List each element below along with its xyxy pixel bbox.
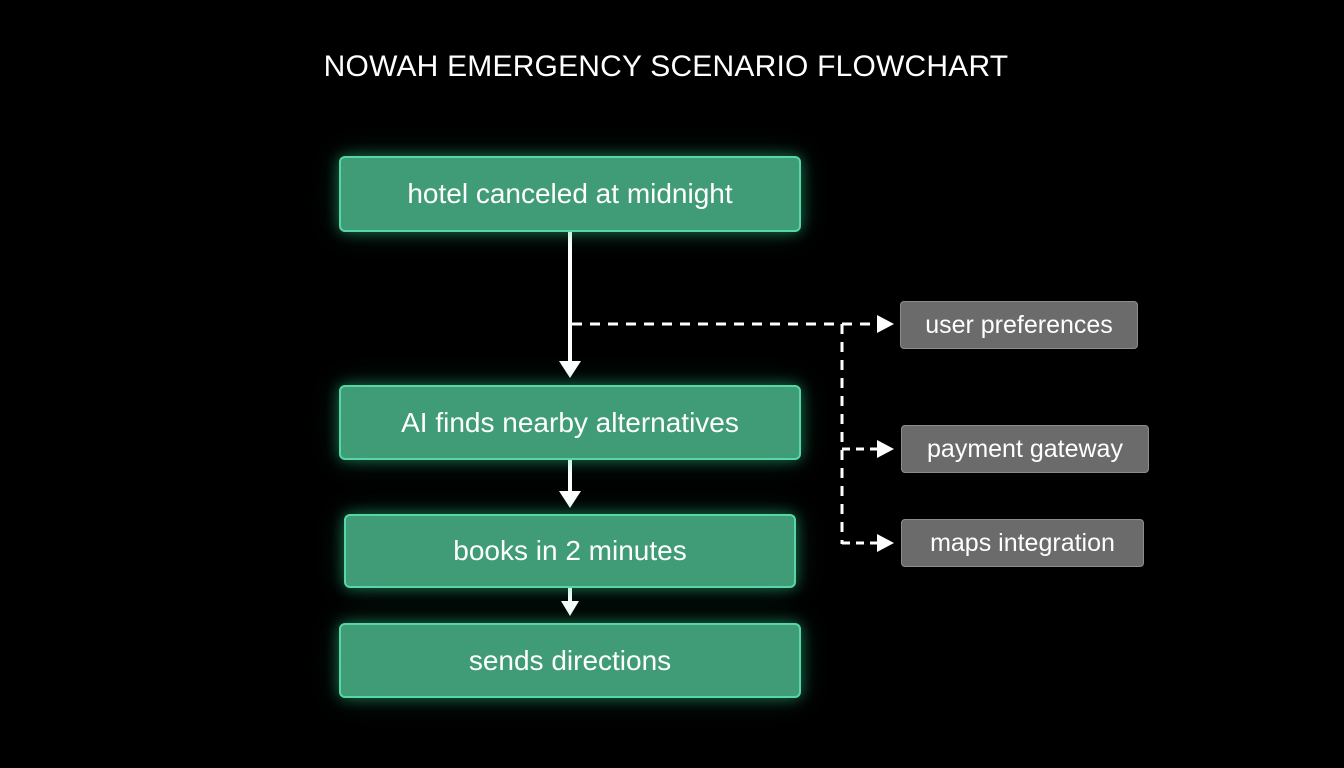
step-label: hotel canceled at midnight — [407, 178, 733, 209]
integration-label: user preferences — [925, 310, 1113, 339]
arrow-step3-to-step4 — [561, 588, 579, 616]
integration-payment-gateway: payment gateway — [901, 425, 1149, 473]
dashed-connector-user-preferences — [572, 315, 894, 333]
step-label: AI finds nearby alternatives — [401, 406, 739, 438]
step-label: sends directions — [468, 644, 672, 676]
integration-maps-integration: maps integration — [901, 519, 1144, 567]
step-ai-finds-alternatives: AI finds nearby alternatives — [339, 385, 801, 460]
step-hotel-canceled: hotel canceled at midnight — [339, 156, 801, 232]
arrow-step2-to-step3 — [559, 460, 581, 508]
step-label: books in 2 minutes — [453, 535, 687, 566]
integration-label: payment gateway — [927, 434, 1123, 463]
flowchart-title: NOWAH EMERGENCY SCENARIO FLOWCHART — [323, 50, 1009, 83]
step-books-in-2-minutes: books in 2 minutes — [344, 514, 796, 588]
arrow-step1-to-step2 — [559, 232, 581, 378]
integration-label: maps integration — [930, 528, 1115, 557]
integration-user-preferences: user preferences — [900, 301, 1138, 349]
dashed-connector-maps-integration — [842, 534, 894, 552]
step-sends-directions: sends directions — [339, 623, 801, 698]
dashed-connector-payment-gateway — [842, 440, 894, 458]
